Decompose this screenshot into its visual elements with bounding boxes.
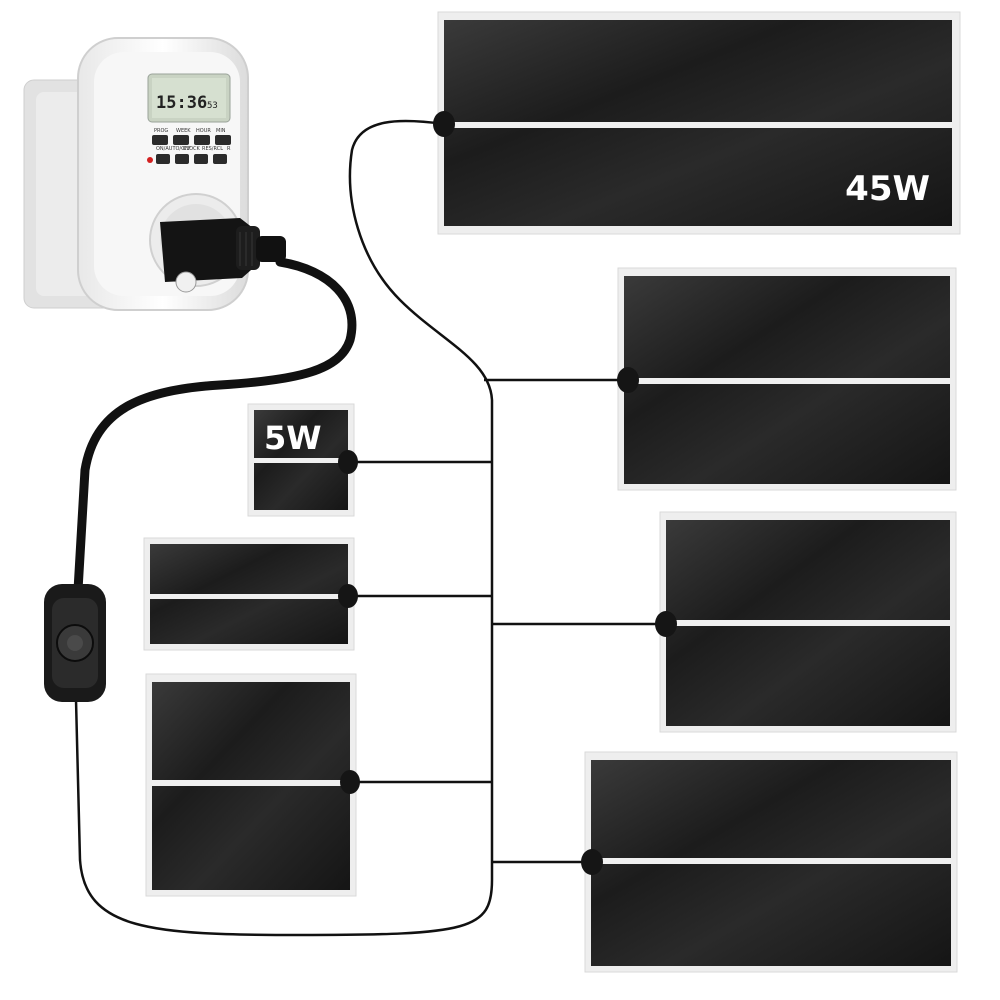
svg-text:PROG: PROG: [154, 128, 168, 134]
heat-mat-left-3: [145, 673, 357, 897]
heat-mat-right-4: [584, 751, 958, 973]
svg-text:ON/AUTO/OFF: ON/AUTO/OFF: [156, 146, 191, 152]
wattage-label-45w: 45W: [845, 169, 930, 209]
prog-button[interactable]: [152, 135, 168, 145]
heat-mat-right-3: [659, 511, 957, 733]
timer-seconds: 53: [207, 101, 218, 111]
svg-text:RES/RCL: RES/RCL: [202, 146, 223, 152]
hour-button[interactable]: [194, 135, 210, 145]
timer-buttons-row2: ON/AUTO/OFF CLOCK RES/RCL R: [147, 146, 231, 164]
thin-cable-network: [74, 119, 666, 937]
svg-text:R: R: [227, 146, 231, 152]
svg-text:MIN: MIN: [216, 128, 226, 134]
power-cord: [73, 257, 357, 595]
svg-text:WEEK: WEEK: [176, 128, 191, 134]
dimmer-switch: [44, 584, 106, 702]
cable-connectors: [338, 111, 677, 875]
heat-mat-45w: 45W: [437, 11, 961, 235]
r-button[interactable]: [213, 154, 227, 164]
heat-mat-5w: 5W: [247, 403, 355, 517]
res-rcl-button[interactable]: [194, 154, 208, 164]
svg-text:HOUR: HOUR: [196, 128, 211, 134]
wattage-label-5w: 5W: [264, 419, 322, 457]
heat-mat-left-2: [143, 537, 355, 651]
week-button[interactable]: [173, 135, 189, 145]
timer-buttons-row1: PROG WEEK HOUR MIN: [152, 128, 231, 145]
indicator-light: [147, 157, 153, 163]
heat-mat-right-2: [617, 267, 957, 491]
timer-time: 15:36: [156, 93, 207, 113]
on-auto-off-button[interactable]: [156, 154, 170, 164]
clock-button[interactable]: [175, 154, 189, 164]
power-plug-icon: [160, 218, 286, 293]
min-button[interactable]: [215, 135, 231, 145]
svg-text:CLOCK: CLOCK: [183, 146, 201, 152]
